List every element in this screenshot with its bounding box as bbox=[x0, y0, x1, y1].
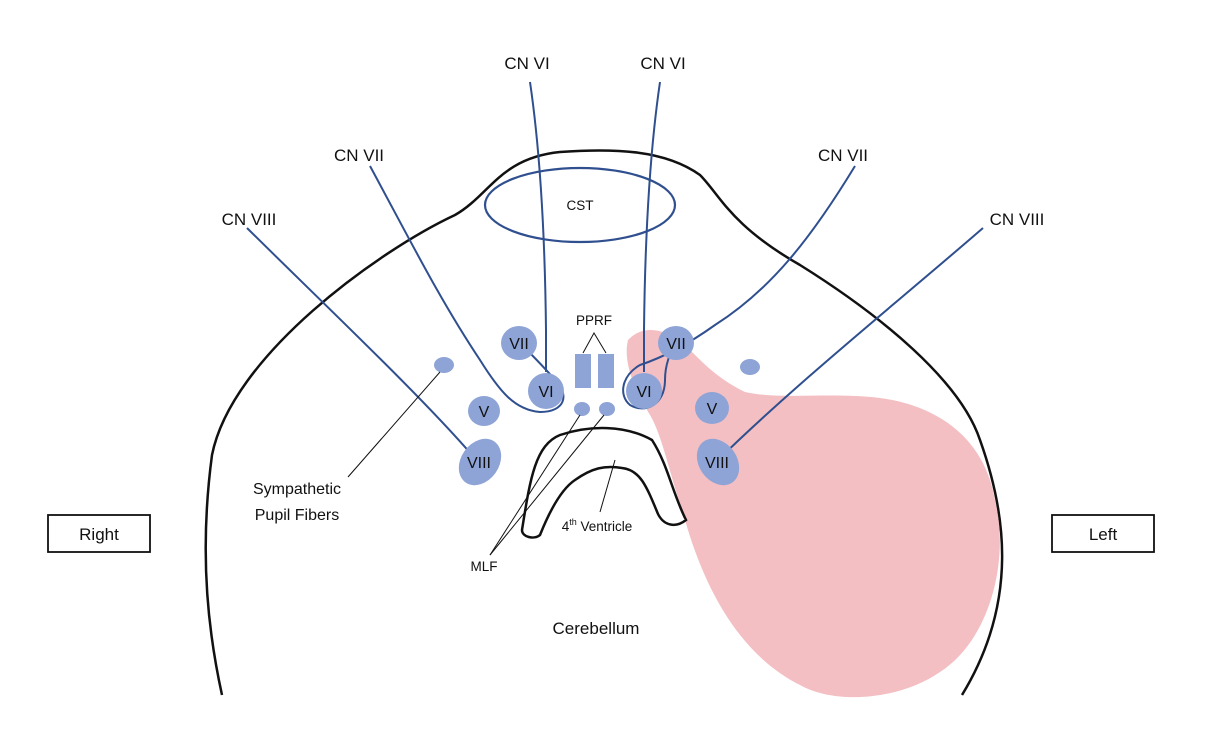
right-v-nucleus bbox=[468, 396, 500, 426]
left-cn-vi-tract bbox=[643, 81, 661, 372]
cst-ellipse bbox=[483, 166, 677, 244]
right-vi-label: VI bbox=[538, 384, 553, 401]
mlf-label: MLF bbox=[471, 559, 498, 574]
right-viii-nucleus bbox=[458, 438, 502, 486]
left-side-box bbox=[1051, 514, 1155, 553]
cn-vii-right-label: CN VII bbox=[334, 146, 384, 165]
right-vi-nucleus bbox=[528, 373, 564, 409]
pprf-pointer bbox=[582, 331, 607, 354]
sympathetic-pointer bbox=[347, 371, 441, 478]
right-viii-label: VIII bbox=[467, 455, 491, 472]
left-v-label: V bbox=[707, 401, 718, 418]
left-vii-nucleus bbox=[658, 326, 694, 360]
fourth-ventricle-number: 4 bbox=[562, 519, 570, 534]
fourth-ventricle-label: 4th Ventricle bbox=[562, 517, 633, 534]
right-v-label: V bbox=[479, 404, 490, 421]
left-v-nucleus bbox=[695, 392, 729, 424]
left-side-label: Left bbox=[1089, 525, 1118, 544]
right-side-box bbox=[47, 514, 151, 553]
cn-vi-right-label: CN VI bbox=[504, 54, 549, 73]
mlf-left-dot bbox=[599, 402, 615, 416]
cn-vi-left-label: CN VI bbox=[640, 54, 685, 73]
mlf-right-dot bbox=[574, 402, 590, 416]
left-sympathetic-dot bbox=[740, 359, 760, 375]
left-vi-label: VI bbox=[636, 384, 651, 401]
cerebellum-label: Cerebellum bbox=[553, 619, 640, 638]
pprf-right-block bbox=[575, 354, 591, 388]
right-cn-vii-tract bbox=[369, 165, 565, 414]
left-vi-nucleus bbox=[626, 373, 662, 409]
right-side-label: Right bbox=[79, 525, 119, 544]
fourth-ventricle-superscript: th bbox=[569, 517, 577, 527]
cn-viii-left-label: CN VIII bbox=[990, 210, 1045, 229]
right-cn-viii-tract bbox=[246, 227, 473, 456]
right-vii-label: VII bbox=[509, 336, 529, 353]
cn-vii-left-label: CN VII bbox=[818, 146, 868, 165]
sympathetic-label-line1: Sympathetic bbox=[253, 481, 341, 498]
right-cn-vi-tract bbox=[529, 81, 547, 372]
fourth-ventricle-word: Ventricle bbox=[577, 519, 633, 534]
left-vii-label: VII bbox=[666, 336, 686, 353]
pons-outline bbox=[204, 149, 1004, 696]
mlf-pointer-1 bbox=[489, 414, 581, 556]
sympathetic-label-line2: Pupil Fibers bbox=[255, 507, 339, 524]
fourth-ventricle bbox=[520, 426, 688, 539]
left-viii-nucleus bbox=[696, 438, 740, 486]
cst-label: CST bbox=[567, 198, 594, 213]
left-viii-label: VIII bbox=[705, 455, 729, 472]
cn-viii-right-label: CN VIII bbox=[222, 210, 277, 229]
pprf-left-block bbox=[598, 354, 614, 388]
left-cn-vii-tract bbox=[622, 165, 856, 410]
right-vii-nucleus bbox=[501, 326, 537, 360]
ventricle-pointer bbox=[599, 459, 616, 513]
right-sympathetic-dot bbox=[434, 357, 454, 373]
pprf-label: PPRF bbox=[576, 313, 612, 328]
left-cn-viii-tract bbox=[717, 227, 984, 461]
mlf-pointer-2 bbox=[489, 414, 605, 556]
